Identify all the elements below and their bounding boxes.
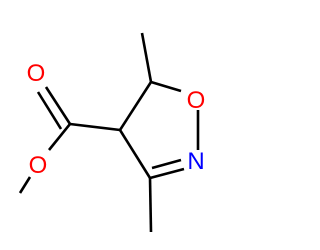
molecule-structure: O O O N [18,32,206,233]
carbonyl-oxygen-label: O [27,60,46,87]
bond-c4-c5 [118,81,153,131]
bond-carbonyl-double-a [44,86,72,125]
bond-nitrogen-c3-b [151,158,182,170]
ester-oxygen-label: O [29,152,48,179]
atom-labels: O O O N [27,60,206,179]
bond-c5-ring-oxygen [150,80,182,93]
bond-c3-methyl [148,177,153,233]
ring-oxygen-label: O [187,87,206,114]
bond-carbonyl-ester-oxygen [47,123,72,151]
bond-c4-carbonyl-carbon [69,122,121,132]
bond-c3-c4 [118,129,152,179]
bond-c5-methyl [140,32,153,83]
bond-nitrogen-c3-a [149,167,185,180]
ring-nitrogen-label: N [187,148,204,175]
bonds [18,32,200,233]
bond-carbonyl-double-b [36,91,63,130]
bond-ester-oxygen-methyl [18,176,32,194]
